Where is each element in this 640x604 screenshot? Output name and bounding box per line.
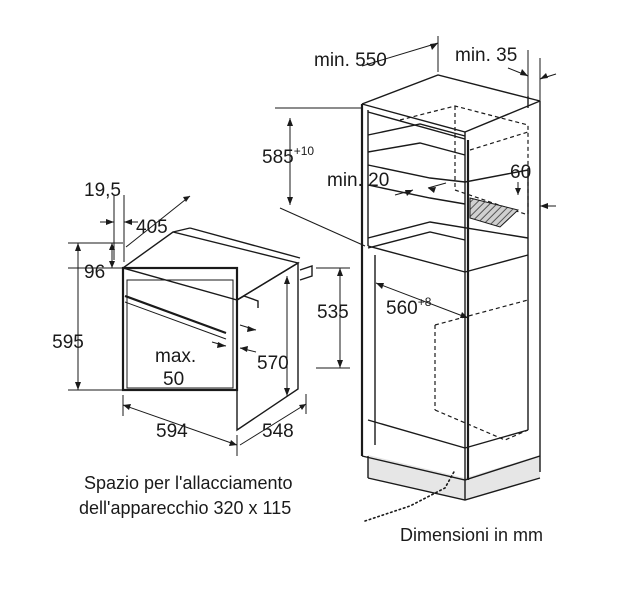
connection-note-line2: dell'apparecchio 320 x 115 — [79, 498, 291, 518]
dim-585-value: 585 — [262, 147, 294, 168]
dim-max-value: 50 — [163, 369, 184, 390]
oven-drawing — [121, 227, 313, 432]
dim-535: 535 — [317, 302, 349, 323]
dim-min-35: min. 35 — [455, 45, 517, 66]
connection-note-line1: Spazio per l'allacciamento — [84, 473, 293, 493]
dim-96: 96 — [84, 262, 105, 283]
units-label: Dimensioni in mm — [400, 525, 543, 545]
dim-548: 548 — [262, 421, 294, 442]
connection-leader — [364, 469, 456, 522]
dim-585-tolerance: +10 — [294, 144, 315, 158]
oven-dimensions — [68, 195, 350, 456]
dim-min-20: min. 20 — [327, 170, 389, 191]
dim-585: 585+10 — [262, 144, 314, 168]
dim-19-5: 19,5 — [84, 180, 121, 201]
dim-60: 60 — [510, 162, 531, 183]
dim-560-tolerance: +8 — [418, 295, 432, 309]
dim-560-value: 560 — [386, 298, 418, 319]
dim-594: 594 — [156, 421, 188, 442]
dim-595: 595 — [52, 332, 84, 353]
dim-570: 570 — [257, 353, 289, 374]
dim-560: 560+8 — [386, 295, 432, 319]
dim-min-550: min. 550 — [314, 50, 387, 71]
cabinet-dimensions — [275, 36, 557, 319]
cabinet-drawing — [360, 74, 541, 501]
dim-max-label: max. — [155, 346, 196, 367]
dim-405: 405 — [136, 217, 168, 238]
